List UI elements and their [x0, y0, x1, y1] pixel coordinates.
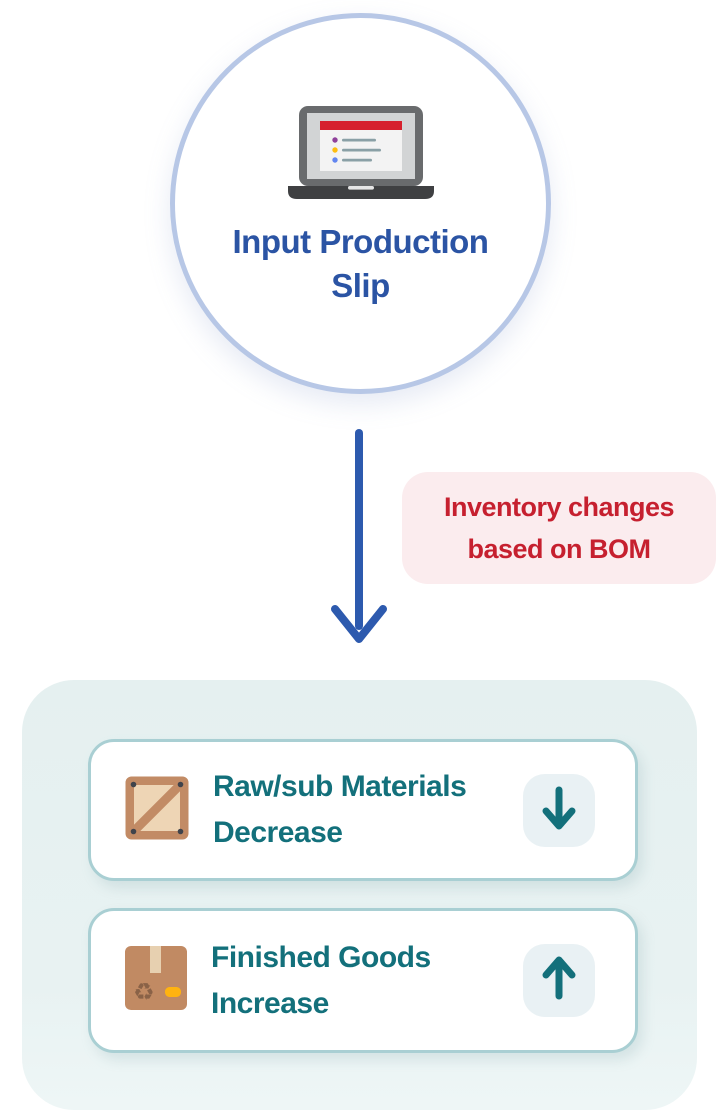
decrease-chip	[523, 773, 595, 847]
finished-goods-increase-card: ♻ Finished Goods Increase	[88, 908, 638, 1053]
increase-chip	[523, 944, 595, 1017]
arrow-down-icon	[540, 785, 578, 836]
card-label: Raw/sub Materials Decrease	[213, 770, 467, 849]
input-production-slip-step: Input Production Slip	[170, 13, 551, 394]
laptop-icon	[287, 106, 434, 204]
arrow-up-icon	[540, 955, 578, 1006]
raw-materials-decrease-card: Raw/sub Materials Decrease	[88, 739, 638, 881]
inventory-outcome-group: Raw/sub Materials Decrease ♻	[22, 680, 697, 1110]
bom-note-bubble: Inventory changes based on BOM	[402, 472, 716, 584]
recycle-icon: ♻	[133, 978, 155, 1006]
step-title: Input Production Slip	[232, 223, 489, 304]
card-label: Finished Goods Increase	[211, 940, 431, 1020]
down-connector-arrow-icon	[328, 428, 398, 651]
wooden-crate-icon	[125, 776, 189, 845]
package-box-icon: ♻	[125, 946, 187, 1015]
bom-note-text: Inventory changes based on BOM	[443, 492, 675, 564]
